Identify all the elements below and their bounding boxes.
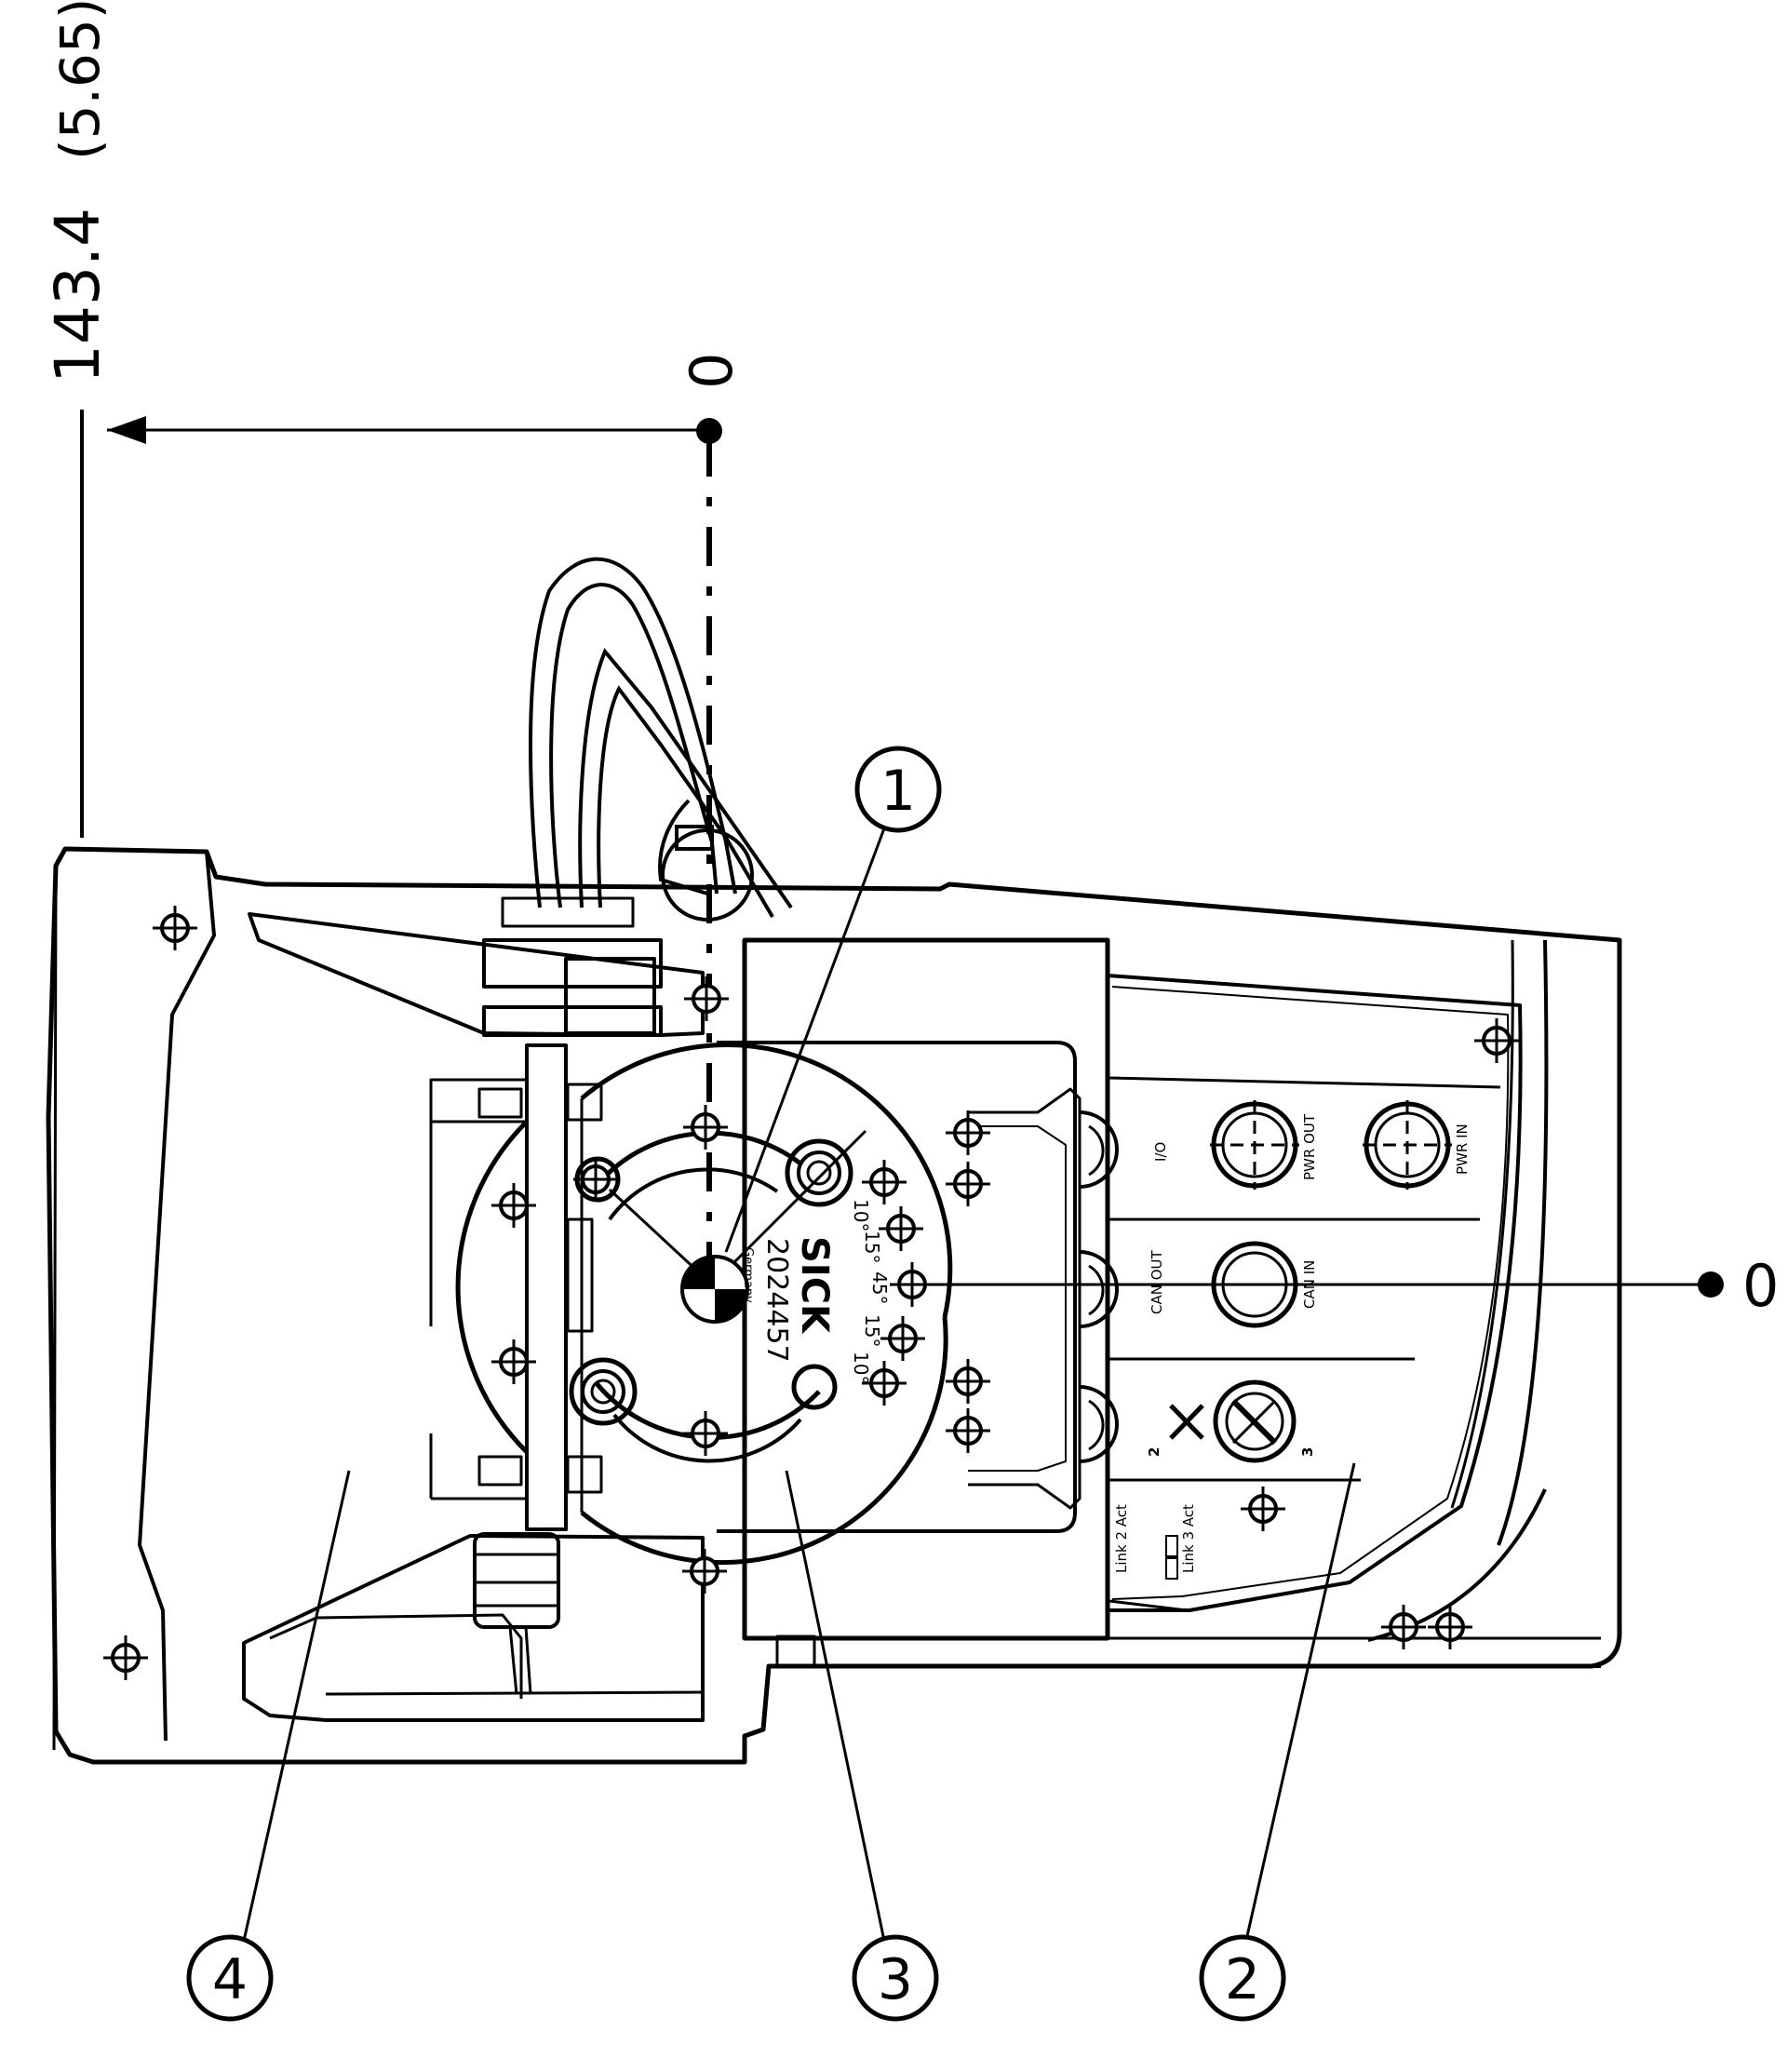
label-port-3: 3	[1299, 1447, 1316, 1457]
bracket-angle-5: 10°	[850, 1352, 872, 1384]
label-link-3: Link 3 Act	[1180, 1504, 1197, 1573]
callout-2: 2	[1199, 1934, 1286, 2022]
dimension-value: 143.4	[42, 208, 114, 383]
label-can-in: CAN IN	[1301, 1260, 1318, 1309]
svg-text:3: 3	[878, 1947, 913, 2012]
svg-text:4: 4	[212, 1947, 248, 2012]
label-io: I/O	[1152, 1142, 1169, 1162]
label-link-2: Link 2 Act	[1113, 1504, 1130, 1573]
callout-4: 4	[186, 1934, 274, 2022]
bracket-angle-3: 45°	[868, 1271, 891, 1304]
label-pwr-in: PWR IN	[1454, 1123, 1471, 1175]
dimension-line	[80, 410, 722, 1331]
bracket-angle-1: 10°	[850, 1199, 872, 1231]
origin-label-top: 0	[678, 353, 746, 389]
dimension-imperial: (5.65)	[48, 0, 112, 160]
bracket-angle-4: 15°	[861, 1314, 883, 1347]
connectors	[1079, 1100, 1452, 1580]
cables	[529, 557, 793, 922]
callout-leaders	[242, 827, 1356, 1942]
callout-1: 1	[854, 746, 942, 833]
bracket-brand: SICK	[793, 1236, 836, 1335]
bracket-part-number: 2024457	[760, 1238, 793, 1363]
bracket-origin: Germany	[741, 1247, 755, 1303]
label-pwr-out: PWR OUT	[1301, 1113, 1318, 1180]
svg-text:1: 1	[880, 759, 916, 824]
label-port-2: 2	[1146, 1447, 1162, 1457]
sensor-housing	[46, 846, 1622, 1765]
svg-text:2: 2	[1225, 1947, 1260, 2012]
callout-3: 3	[852, 1934, 939, 2022]
center-marker	[680, 1255, 749, 1324]
bracket-angle-2: 15°	[861, 1231, 883, 1263]
origin-reference-right	[894, 1271, 1724, 1298]
origin-label-right: 0	[1742, 1252, 1779, 1320]
label-can-out: CAN OUT	[1149, 1249, 1165, 1314]
